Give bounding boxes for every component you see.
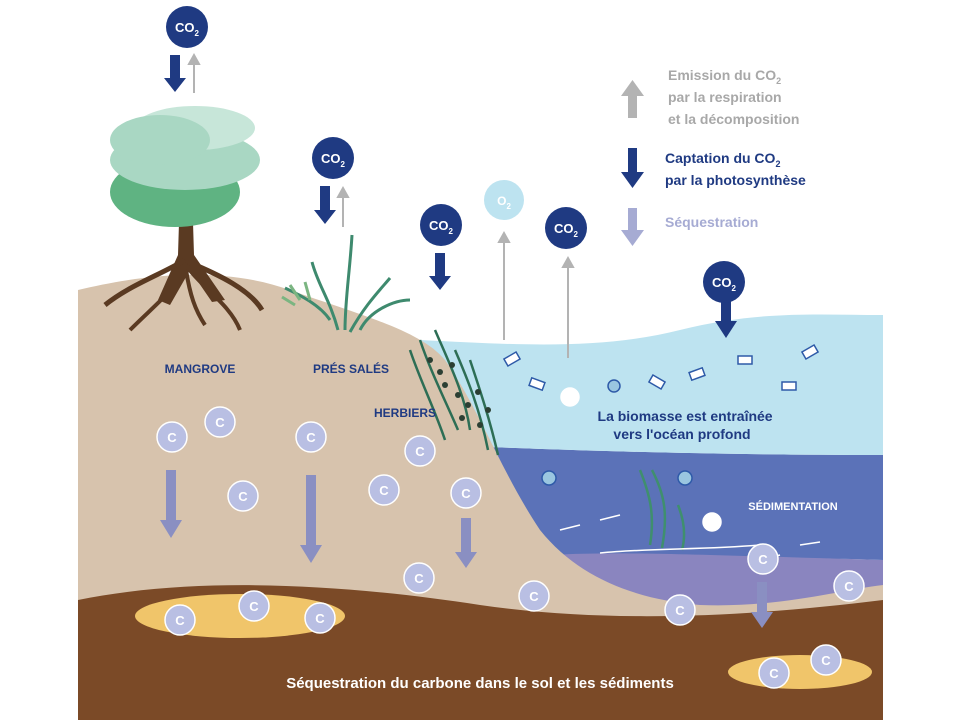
svg-text:O2: O2 xyxy=(497,194,511,211)
plankton-decoration xyxy=(502,344,820,532)
legend-emission-text: Emission du CO2 par la respiration et la… xyxy=(668,67,799,127)
carbon-circles: C C C C C C C C C C C C C C C C C xyxy=(156,406,865,689)
co2-badge-ocean-emission: CO2 xyxy=(545,207,587,249)
carbon-circle: C xyxy=(758,657,790,689)
co2-badge-salt-marsh: CO2 xyxy=(312,137,354,179)
o2-badge: O2 xyxy=(484,180,524,220)
svg-text:C: C xyxy=(379,483,389,498)
sediment-dashes xyxy=(559,514,821,561)
svg-text:C: C xyxy=(215,415,225,430)
svg-text:C: C xyxy=(844,579,854,594)
carbon-circle: C xyxy=(164,604,196,636)
soil-sequestration-label: Séquestration du carbone dans le sol et … xyxy=(286,675,674,692)
carbon-circle: C xyxy=(304,602,336,634)
carbon-circle: C xyxy=(295,421,327,453)
svg-text:CO2: CO2 xyxy=(554,221,579,239)
carbon-circle: C xyxy=(518,580,550,612)
svg-text:CO2: CO2 xyxy=(321,151,346,169)
co2-badge-mangrove: CO2 xyxy=(166,6,208,48)
legend-emission-arrow xyxy=(621,80,644,118)
carbon-circle: C xyxy=(204,406,236,438)
sequestration-arrows xyxy=(160,470,773,628)
svg-text:C: C xyxy=(769,666,779,681)
legend-sequestration-text: Séquestration xyxy=(665,214,758,230)
carbon-circle: C xyxy=(238,590,270,622)
svg-text:C: C xyxy=(529,589,539,604)
carbon-circle: C xyxy=(403,562,435,594)
svg-text:C: C xyxy=(167,430,177,445)
carbon-circle: C xyxy=(747,543,779,575)
svg-text:C: C xyxy=(415,444,425,459)
svg-text:C: C xyxy=(414,571,424,586)
svg-text:C: C xyxy=(821,653,831,668)
svg-text:C: C xyxy=(175,613,185,628)
svg-text:C: C xyxy=(306,430,316,445)
carbon-circle: C xyxy=(833,570,865,602)
svg-text:C: C xyxy=(238,489,248,504)
carbon-circle: C xyxy=(664,594,696,626)
svg-text:C: C xyxy=(758,552,768,567)
carbon-circle: C xyxy=(810,644,842,676)
svg-text:C: C xyxy=(315,611,325,626)
carbon-circle: C xyxy=(368,474,400,506)
salt-marsh-label: PRÉS SALÉS xyxy=(313,361,389,376)
seagrass-plants xyxy=(408,329,686,551)
carbon-circle: C xyxy=(450,477,482,509)
svg-text:C: C xyxy=(675,603,685,618)
emission-arrows xyxy=(187,52,575,358)
seafloor-line xyxy=(599,544,761,554)
svg-text:C: C xyxy=(461,486,471,501)
co2-badge-seagrass: CO2 xyxy=(420,204,462,246)
sedimentation-label: SÉDIMENTATION xyxy=(748,500,837,513)
co2-badge-ocean-capture: CO2 xyxy=(703,261,745,303)
carbon-circle: C xyxy=(156,421,188,453)
seagrass-label: HERBIERS xyxy=(374,406,436,420)
legend-capture-arrow xyxy=(621,148,644,188)
legend-capture-text: Captation du CO2 par la photosynthèse xyxy=(665,150,806,188)
mangrove-tree xyxy=(103,106,265,332)
svg-text:CO2: CO2 xyxy=(175,20,200,38)
svg-text:C: C xyxy=(249,599,259,614)
svg-text:CO2: CO2 xyxy=(429,218,454,236)
sediment-pocket-right xyxy=(728,655,872,689)
biomass-label: La biomasse est entraînée vers l'océan p… xyxy=(598,408,777,442)
carbon-circle: C xyxy=(227,480,259,512)
carbon-circle: C xyxy=(404,435,436,467)
seagrass-seeds xyxy=(427,357,491,428)
salt-marsh-plants xyxy=(281,234,411,333)
ocean-surface-layer xyxy=(420,314,883,455)
svg-text:CO2: CO2 xyxy=(712,275,737,293)
legend-sequestration-arrow xyxy=(621,208,644,246)
capture-arrows xyxy=(164,55,737,338)
mangrove-label: MANGROVE xyxy=(165,362,236,376)
